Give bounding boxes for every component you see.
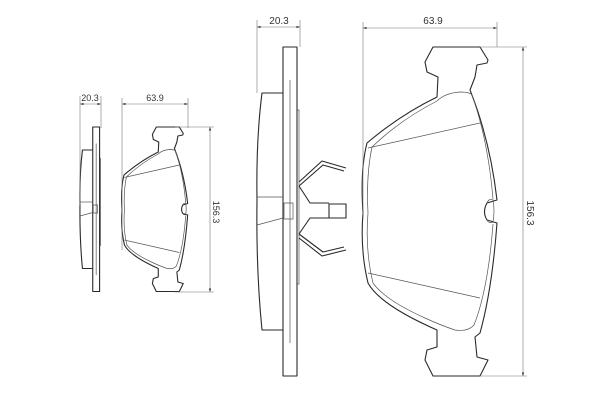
large-dimensions: 20.3 63.9 156.3: [256, 16, 535, 377]
small-side-view: [79, 126, 101, 292]
small-front-view: [121, 126, 188, 292]
large-height-label: 156.3: [524, 200, 535, 225]
large-side-view: [256, 46, 346, 377]
large-width-label: 63.9: [423, 16, 443, 27]
small-dimensions: 20.3 63.9 156.3: [79, 93, 221, 293]
small-width-label: 63.9: [146, 93, 164, 103]
small-height-label: 156.3: [211, 201, 221, 224]
small-thickness-label: 20.3: [81, 93, 99, 103]
retaining-clip: [299, 161, 346, 256]
large-front-view: [361, 46, 498, 377]
large-thickness-label: 20.3: [269, 16, 289, 27]
